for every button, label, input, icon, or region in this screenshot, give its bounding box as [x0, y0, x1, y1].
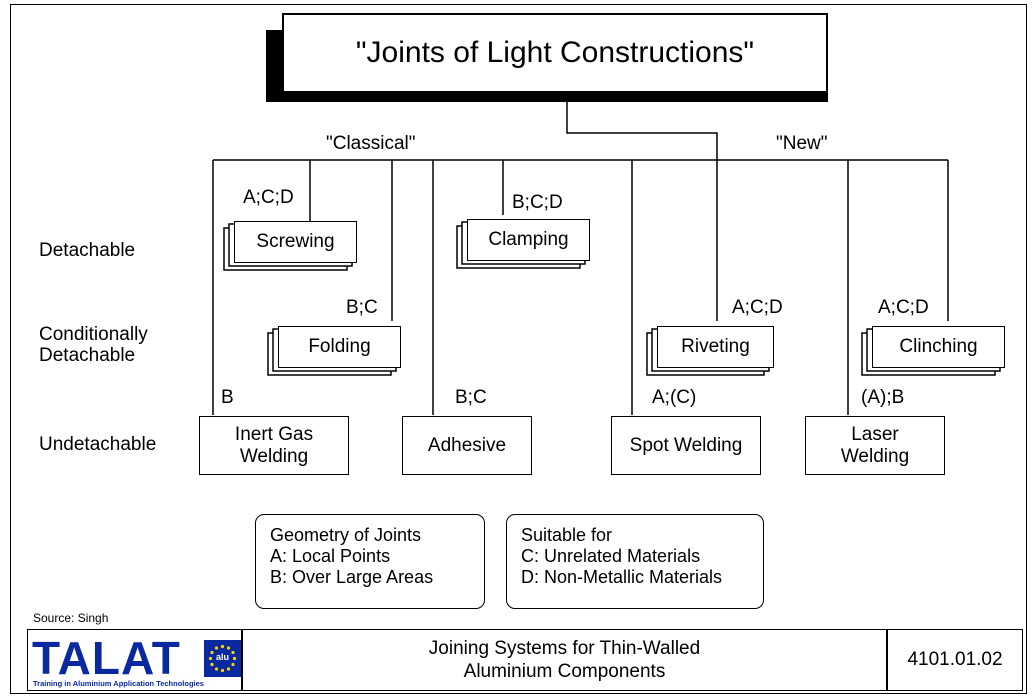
eu-stars-icon: alu: [204, 640, 241, 677]
legend-suitable-c: C: Unrelated Materials: [521, 546, 701, 566]
joint-laser-label-1: Laser: [851, 423, 899, 445]
joint-adhesive-label: Adhesive: [427, 434, 507, 456]
source-note: Source: Singh: [33, 611, 109, 625]
joint-adhesive: Adhesive: [402, 416, 532, 475]
joint-inert-gas-welding: Inert Gas Welding: [199, 416, 349, 475]
joint-clinching-label: Clinching: [899, 336, 978, 357]
footer-title-line-2: Aluminium Components: [463, 661, 666, 682]
row-label-conditionally-detachable: Detachable: [39, 345, 136, 366]
row-label-detachable: Detachable: [39, 240, 136, 261]
legend-geometry: Geometry of Joints A: Local Points B: Ov…: [255, 514, 485, 609]
legend-suitable: Suitable for C: Unrelated Materials D: N…: [506, 514, 764, 609]
joint-clinching: Clinching: [872, 326, 1005, 368]
legend-geometry-b: B: Over Large Areas: [270, 567, 434, 587]
group-new-label: "New": [776, 133, 828, 154]
footer-logo-cell: TALAT Training in Aluminium Application …: [27, 629, 242, 691]
screwing-code: A;C;D: [243, 187, 294, 208]
joint-laser-welding: Laser Welding: [805, 416, 945, 475]
joint-folding: Folding: [278, 326, 401, 368]
joint-clamping-label: Clamping: [488, 229, 569, 250]
riveting-code: A;C;D: [732, 297, 783, 318]
joint-riveting-label: Riveting: [681, 336, 750, 357]
group-classical-label: "Classical": [326, 133, 416, 154]
inert-gas-code: B: [221, 387, 234, 408]
laser-welding-code: (A);B: [861, 387, 905, 408]
diagram-title-text: "Joints of Light Constructions": [355, 36, 755, 69]
joint-clamping: Clamping: [467, 219, 590, 261]
clamping-code: B;C;D: [512, 192, 563, 213]
footer-title-cell: Joining Systems for Thin-Walled Aluminiu…: [242, 629, 887, 691]
eu-badge-text: alu: [215, 652, 229, 662]
legend-geometry-title: Geometry of Joints: [270, 525, 422, 545]
footer-code: 4101.01.02: [907, 649, 1003, 670]
legend-geometry-a: A: Local Points: [270, 546, 391, 566]
joint-screwing-label: Screwing: [256, 231, 335, 252]
adhesive-code: B;C: [455, 387, 487, 408]
joint-laser-label-2: Welding: [840, 445, 910, 467]
slide-frame: [10, 4, 1027, 694]
joint-inert-gas-label-1: Inert Gas: [234, 423, 314, 445]
joint-spot-welding-label: Spot Welding: [629, 434, 743, 456]
joint-riveting: Riveting: [657, 326, 774, 368]
clinching-code: A;C;D: [878, 297, 929, 318]
legend-suitable-title: Suitable for: [521, 525, 613, 545]
row-label-conditionally: Conditionally: [39, 324, 148, 345]
joint-screwing: Screwing: [234, 221, 357, 263]
legend-suitable-d: D: Non-Metallic Materials: [521, 567, 723, 587]
footer-title-line-1: Joining Systems for Thin-Walled: [428, 638, 701, 659]
spot-welding-code: A;(C): [652, 387, 697, 408]
talat-logo-subtitle: Training in Aluminium Application Techno…: [33, 679, 204, 688]
diagram-title: "Joints of Light Constructions": [282, 13, 828, 93]
footer-code-cell: 4101.01.02: [887, 629, 1023, 691]
talat-logo-text: TALAT: [32, 632, 181, 684]
folding-code: B;C: [346, 297, 378, 318]
row-label-undetachable: Undetachable: [39, 434, 157, 455]
joint-inert-gas-label-2: Welding: [239, 445, 309, 467]
joint-spot-welding: Spot Welding: [611, 416, 761, 475]
joint-folding-label: Folding: [308, 336, 371, 357]
